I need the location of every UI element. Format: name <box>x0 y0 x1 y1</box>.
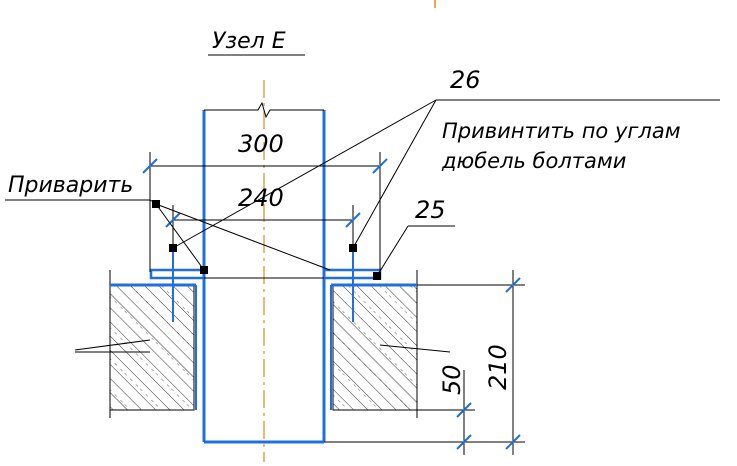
note-weld: Приварить <box>8 173 133 198</box>
dim-label-300: 300 <box>238 130 284 158</box>
break-line <box>204 101 324 119</box>
anchor-bolts <box>172 248 354 322</box>
dimension-210 <box>324 270 525 455</box>
dimension-50 <box>417 370 475 455</box>
dim-label-50: 50 <box>438 364 466 395</box>
node-title: Узел Е <box>212 29 286 54</box>
dimension-240 <box>165 205 361 250</box>
base-plate <box>149 268 382 280</box>
note-screw-line1: Привинтить по углам <box>442 119 681 143</box>
dimension-300 <box>142 152 388 272</box>
part-label-26: 26 <box>450 66 481 94</box>
hatch-leader-right <box>379 344 451 353</box>
hatch-leader-left <box>74 339 151 351</box>
leader-part-26 <box>169 99 720 252</box>
concrete-block-left <box>109 284 195 411</box>
leader-part-25 <box>373 225 455 280</box>
part-label-25: 25 <box>415 196 446 224</box>
dim-label-210: 210 <box>484 344 512 390</box>
leader-weld <box>5 199 331 274</box>
note-screw-line2: дюбель болтами <box>441 149 626 173</box>
